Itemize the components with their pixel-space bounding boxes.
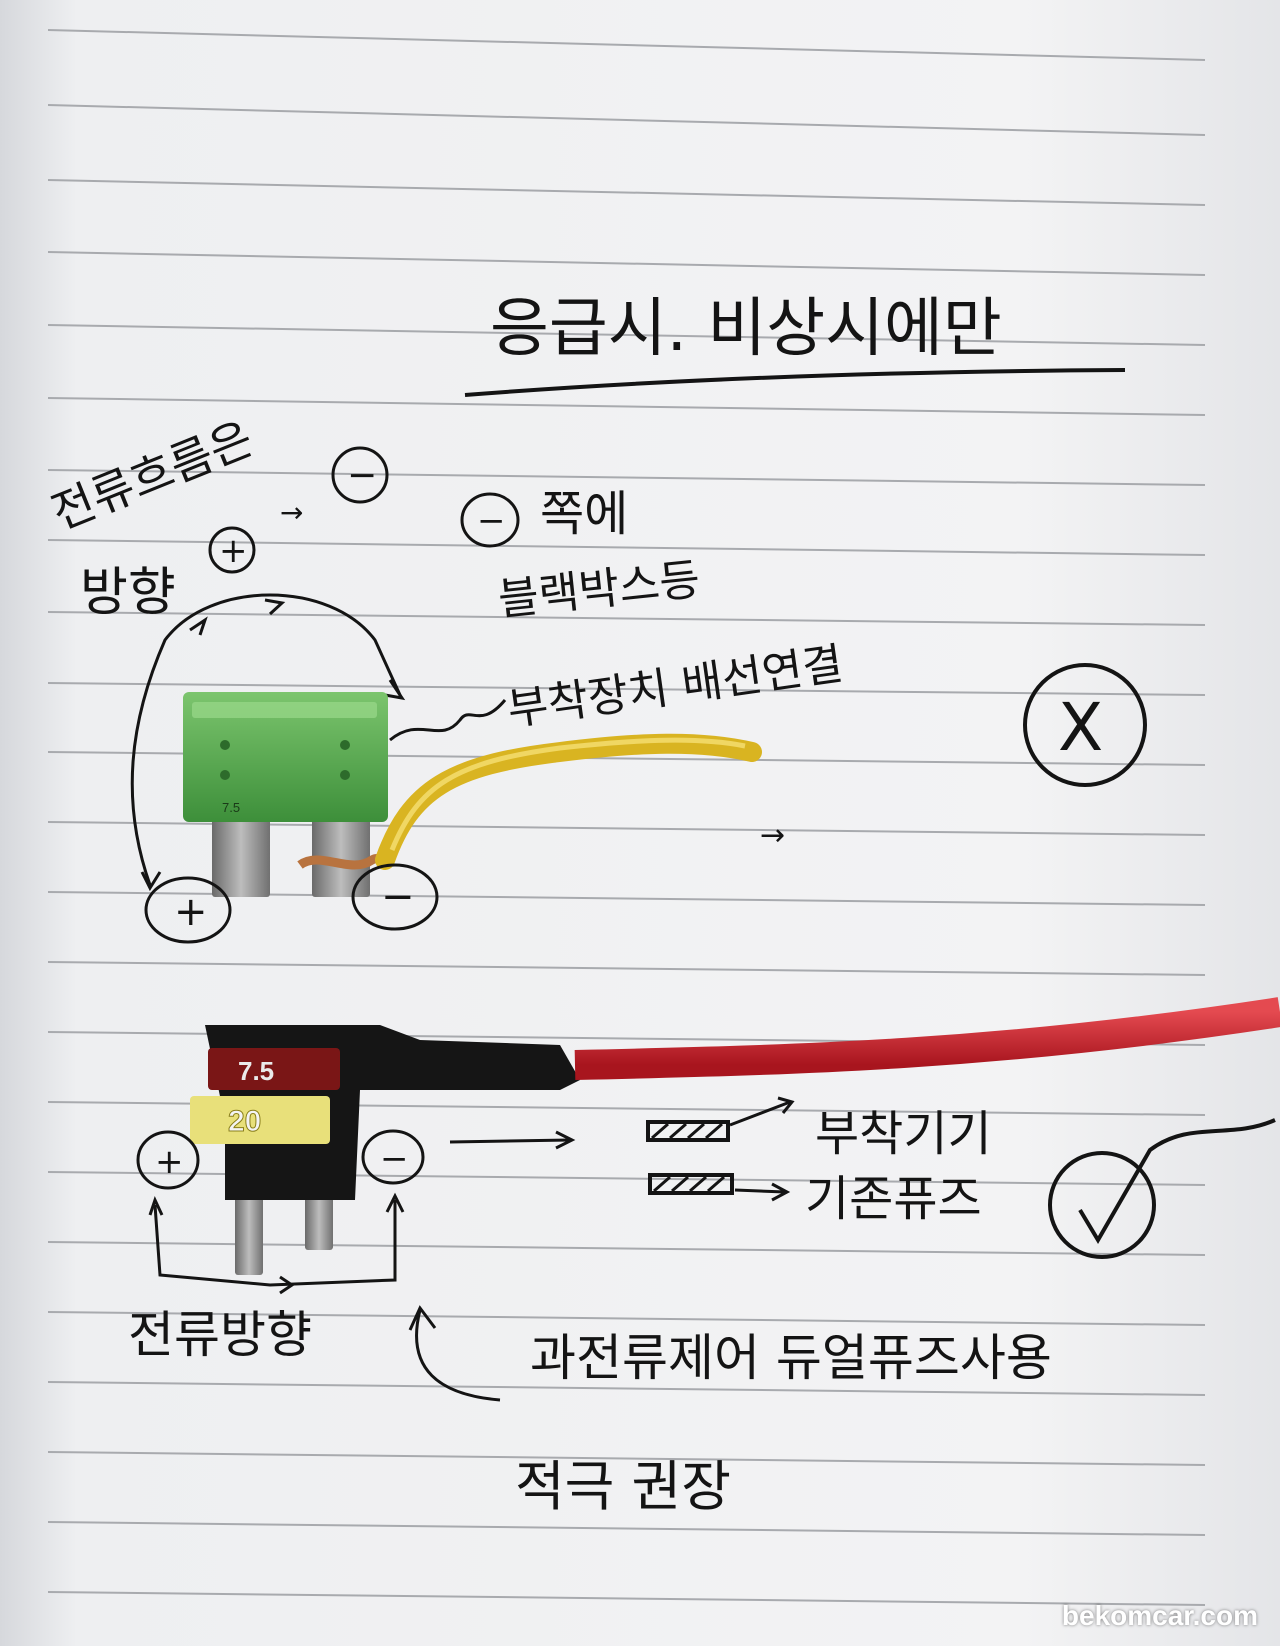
wiring-pointer bbox=[389, 699, 507, 742]
yellow-wire-shine bbox=[389, 737, 746, 851]
right-mark-circle bbox=[1048, 1151, 1156, 1259]
plus-symbol-circle bbox=[208, 526, 256, 574]
fuse-blade-right bbox=[312, 815, 370, 897]
direction-word-note: 방향 bbox=[80, 563, 176, 623]
plus-symbol: + bbox=[219, 531, 248, 571]
red-fuse bbox=[208, 1048, 340, 1090]
minus-symbol: − bbox=[347, 455, 377, 496]
fuse-green-rating: 7.5 bbox=[222, 800, 240, 815]
tap-arrows bbox=[148, 1130, 576, 1295]
fuse-blade-left bbox=[212, 815, 270, 897]
arrow-symbol: → bbox=[280, 496, 303, 529]
tap-minus-circle bbox=[361, 1129, 425, 1185]
existing-fuse-label: 기존퓨즈 bbox=[805, 1171, 982, 1227]
watermark: bekomcar.com bbox=[1061, 1600, 1258, 1631]
curved-pointer bbox=[408, 1305, 501, 1402]
device-label: 부착기기 bbox=[815, 1106, 992, 1162]
minus-side-note: 쪽에 bbox=[540, 486, 628, 542]
minus-symbol-circle bbox=[331, 446, 389, 504]
existing-fuse-marker-hatch bbox=[653, 1175, 725, 1193]
minus-side-symbol: − bbox=[477, 501, 506, 541]
existing-fuse-marker bbox=[648, 1173, 734, 1195]
fuse-green-highlight bbox=[192, 702, 377, 718]
yellow-fuse-rating: 20 bbox=[228, 1105, 261, 1138]
tap-plus-circle bbox=[136, 1130, 200, 1190]
green-blade-fuse: 7.5 bbox=[183, 692, 388, 897]
red-fuse-rating: 7.5 bbox=[238, 1056, 274, 1086]
tap-plus-symbol: + bbox=[155, 1142, 184, 1182]
fuse-minus-circle bbox=[351, 863, 439, 931]
device-marker bbox=[646, 1120, 730, 1142]
ruled-lines bbox=[47, 29, 1206, 1606]
title-underline bbox=[464, 368, 1126, 397]
fuse-plus-symbol: + bbox=[174, 889, 208, 935]
device-arrow bbox=[729, 1096, 795, 1127]
yellow-fuse bbox=[190, 1096, 330, 1144]
fuse-green-rivets bbox=[220, 740, 350, 780]
title-note: 응급시. 비상시에만 bbox=[490, 292, 1002, 366]
right-mark bbox=[1078, 1118, 1276, 1244]
current-direction-note-2: 전류방향 bbox=[128, 1306, 312, 1364]
fuse-green-body bbox=[183, 692, 388, 822]
tap-minus-symbol: − bbox=[380, 1139, 409, 1179]
wrong-mark-circle bbox=[1023, 663, 1147, 787]
wrong-mark: X bbox=[1058, 689, 1103, 766]
minus-side-circle bbox=[460, 492, 520, 548]
dual-fuse-tap: 7.5 20 bbox=[190, 997, 1280, 1275]
fuse-plus-circle bbox=[144, 876, 232, 944]
dual-fuse-note: 과전류제어 듀얼퓨즈사용 bbox=[530, 1329, 1052, 1387]
recommend-note: 적극 권장 bbox=[515, 1455, 731, 1518]
fuse-minus-symbol: − bbox=[381, 874, 415, 920]
red-wire bbox=[574, 997, 1280, 1080]
small-arrow-mark: → bbox=[760, 818, 785, 853]
current-flow-arrows bbox=[130, 593, 406, 892]
device-marker-hatch bbox=[651, 1122, 723, 1140]
existing-fuse-arrow bbox=[734, 1182, 791, 1202]
